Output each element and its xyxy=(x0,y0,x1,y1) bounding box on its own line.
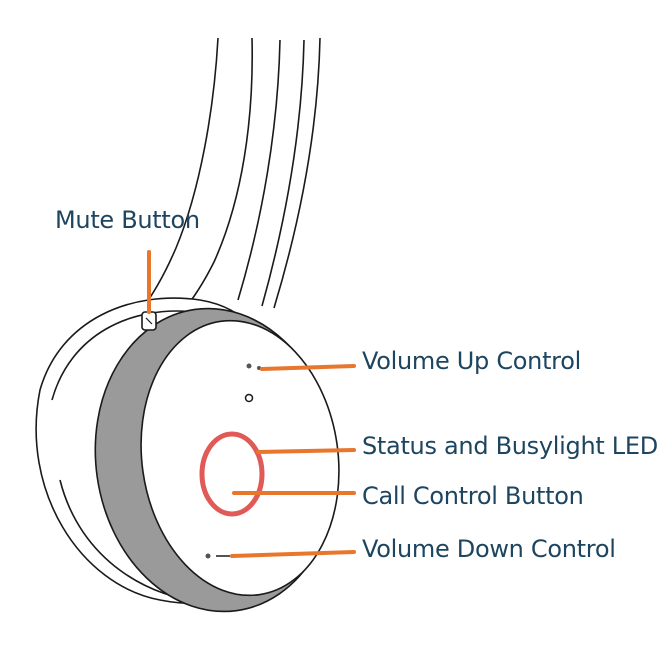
headband-outer-edge xyxy=(139,37,219,313)
headband-slider-mid xyxy=(261,39,305,307)
headband-slider-right xyxy=(273,37,321,309)
status-led-leader-line xyxy=(256,448,356,454)
call-control-button[interactable] xyxy=(199,431,265,517)
status-led-label: Status and Busylight LED xyxy=(362,432,658,460)
call-control-label: Call Control Button xyxy=(362,482,584,510)
leader-lines xyxy=(147,250,356,558)
volume-down-dot xyxy=(205,553,211,559)
volume-down-label: Volume Down Control xyxy=(362,535,616,563)
volume-up-label: Volume Up Control xyxy=(362,347,581,375)
volume-up-dot xyxy=(246,363,252,369)
volume-down-control[interactable] xyxy=(205,553,231,559)
sensor-dot xyxy=(244,393,254,403)
volume-down-leader-line xyxy=(230,550,356,558)
mute-button-mark xyxy=(145,317,153,325)
mute-button-label: Mute Button xyxy=(55,206,200,234)
headband-slider-left xyxy=(237,39,281,301)
volume-up-leader-line xyxy=(260,364,356,371)
headband-inner-edge xyxy=(181,37,254,313)
cushion-inner-line xyxy=(51,310,197,401)
headband xyxy=(139,37,321,313)
